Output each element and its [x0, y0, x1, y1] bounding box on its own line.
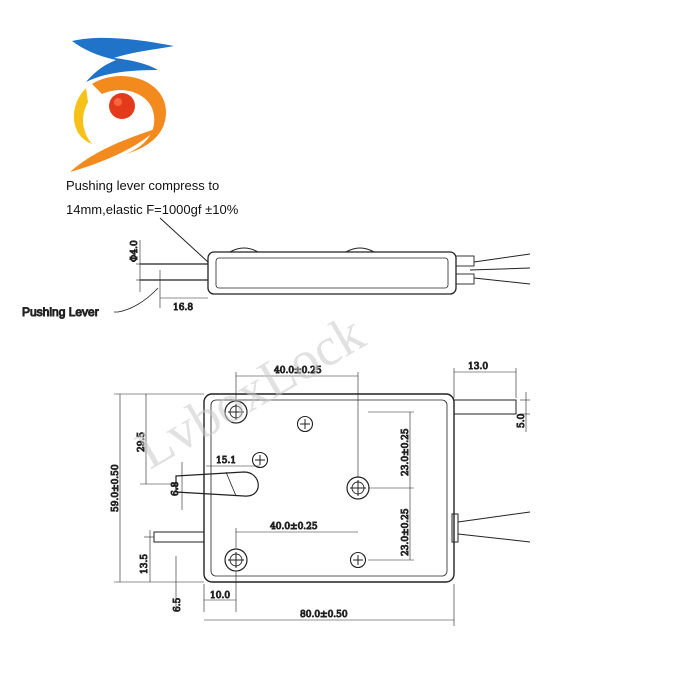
dim-lever-width: 6.8 — [171, 481, 181, 496]
company-logo — [70, 37, 174, 172]
dim-bottom-hole-spacing: 40.0±0.25 — [270, 522, 318, 532]
dim-lever-offset: 15.1 — [216, 456, 236, 466]
side-body — [207, 251, 457, 295]
dim-bottom-small: 6.5 — [173, 597, 183, 612]
screw-center-right — [346, 476, 370, 500]
logo-orange-tail — [70, 128, 158, 172]
dim-right-v2: 23.0±0.25 — [401, 508, 411, 556]
screw-top-left — [224, 400, 248, 424]
dim-right-v1: 23.0±0.25 — [401, 428, 411, 476]
dim-right-top: 13.0 — [468, 362, 488, 372]
note-line-2: 14mm,elastic F=1000gf ±10% — [66, 202, 239, 217]
dim-side-dia: Φ4.0 — [130, 240, 140, 262]
logo-yellow-arc — [73, 88, 92, 144]
label-pushing-lever: Pushing Lever — [22, 305, 99, 319]
dim-pin-height: 13.5 — [140, 554, 150, 574]
dim-total-width: 80.0±0.50 — [300, 610, 348, 620]
screw-lever — [251, 451, 269, 469]
dim-height-upper: 29.5 — [137, 432, 147, 452]
dim-bottom-left: 10.0 — [210, 591, 230, 601]
dim-top-hole-spacing: 40.0±0.25 — [274, 366, 322, 376]
side-view — [114, 217, 531, 313]
screw-top-mid — [296, 415, 314, 433]
front-body — [203, 393, 455, 583]
dim-right-small: 5.0 — [517, 413, 527, 428]
screw-bottom-left — [224, 548, 248, 572]
dim-height-total: 59.0±0.50 — [111, 464, 121, 512]
logo-orange-swirl — [92, 76, 166, 154]
note-line-1: Pushing lever compress to — [66, 178, 220, 193]
logo-blue-swoosh — [72, 37, 174, 82]
front-lever — [175, 471, 259, 497]
dim-side-len: 16.8 — [173, 303, 193, 313]
screw-bottom-mid — [349, 551, 367, 569]
watermark: LvboxLock — [126, 302, 374, 480]
front-view — [114, 368, 531, 626]
